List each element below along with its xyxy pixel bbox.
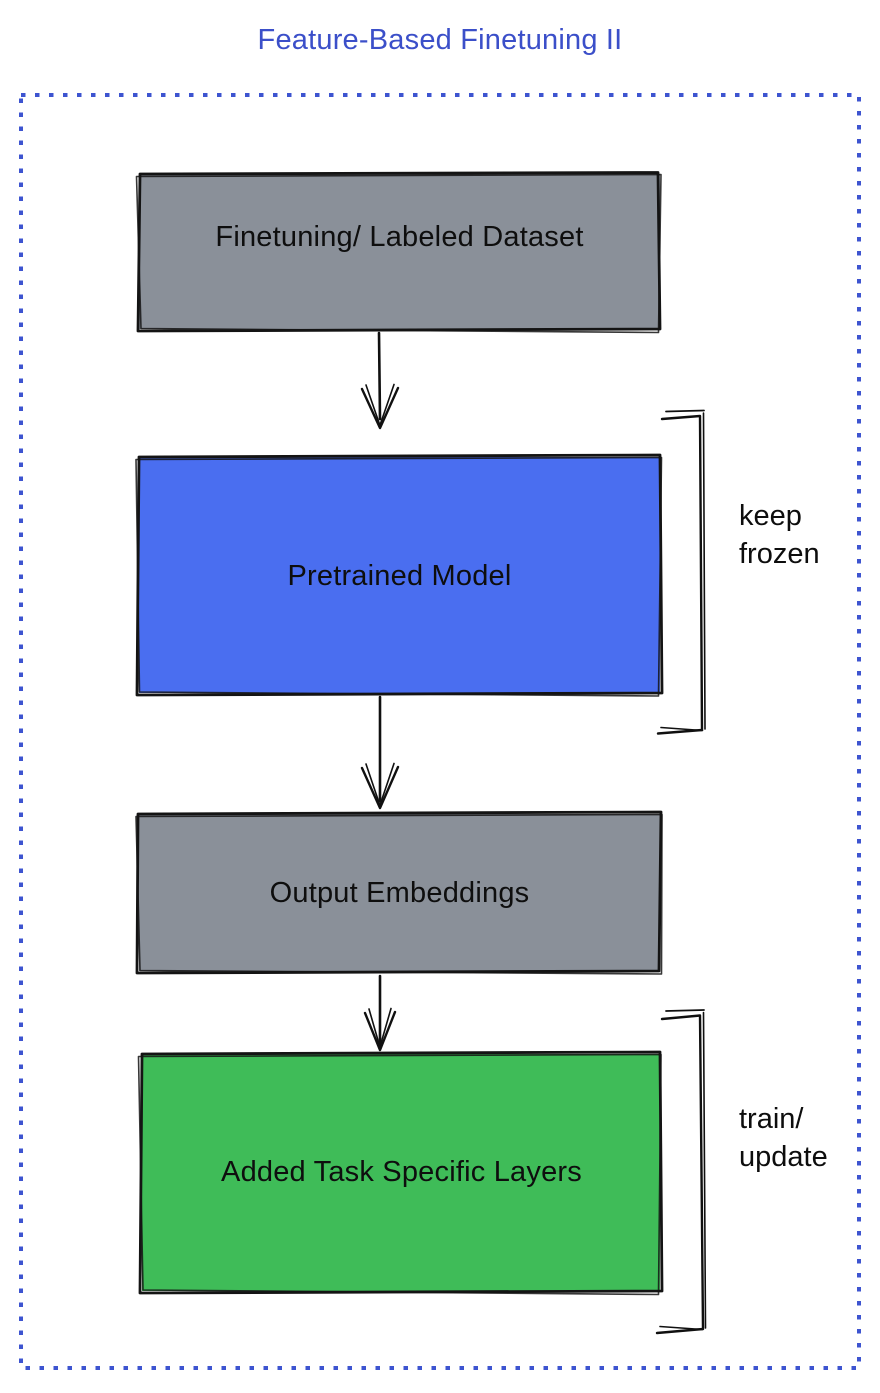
node-pretrained-label: Pretrained Model xyxy=(287,560,512,592)
node-pretrained-border-sketch xyxy=(135,456,663,697)
arrow-dataset-to-pretrained xyxy=(360,331,400,430)
node-tasklayers-border-sketch xyxy=(137,1053,662,1296)
node-embeddings-box xyxy=(135,810,663,975)
node-tasklayers-box xyxy=(137,1050,664,1296)
node-embeddings-border-sketch xyxy=(135,813,663,975)
node-pretrained-box xyxy=(135,453,664,697)
node-tasklayers-label: Added Task Specific Layers xyxy=(221,1156,582,1188)
node-dataset-border xyxy=(136,171,662,333)
node-embeddings-label: Output Embeddings xyxy=(269,877,530,909)
node-tasklayers-fill xyxy=(142,1054,660,1291)
bracket-keep-frozen xyxy=(656,409,706,735)
annotation-train-update: train/ update xyxy=(739,1103,828,1173)
node-pretrained-fill xyxy=(139,457,660,693)
node-dataset-label: Finetuning/ Labeled Dataset xyxy=(215,221,584,253)
node-embeddings-fill xyxy=(139,814,660,971)
node-dataset-box xyxy=(135,171,662,334)
arrow-pretrained-to-embeddings xyxy=(360,695,400,810)
node-embeddings-border xyxy=(135,810,663,975)
diagram-title: Feature-Based Finetuning II xyxy=(257,24,623,56)
annotation-keep-frozen: keep frozen xyxy=(739,500,820,570)
node-tasklayers-border xyxy=(138,1050,664,1295)
bracket-train-update xyxy=(655,1009,707,1335)
arrow-embeddings-to-tasklayers xyxy=(363,974,397,1052)
dashed-frame xyxy=(19,93,861,1370)
node-dataset-fill xyxy=(139,174,660,329)
node-dataset-border-sketch xyxy=(135,173,662,334)
